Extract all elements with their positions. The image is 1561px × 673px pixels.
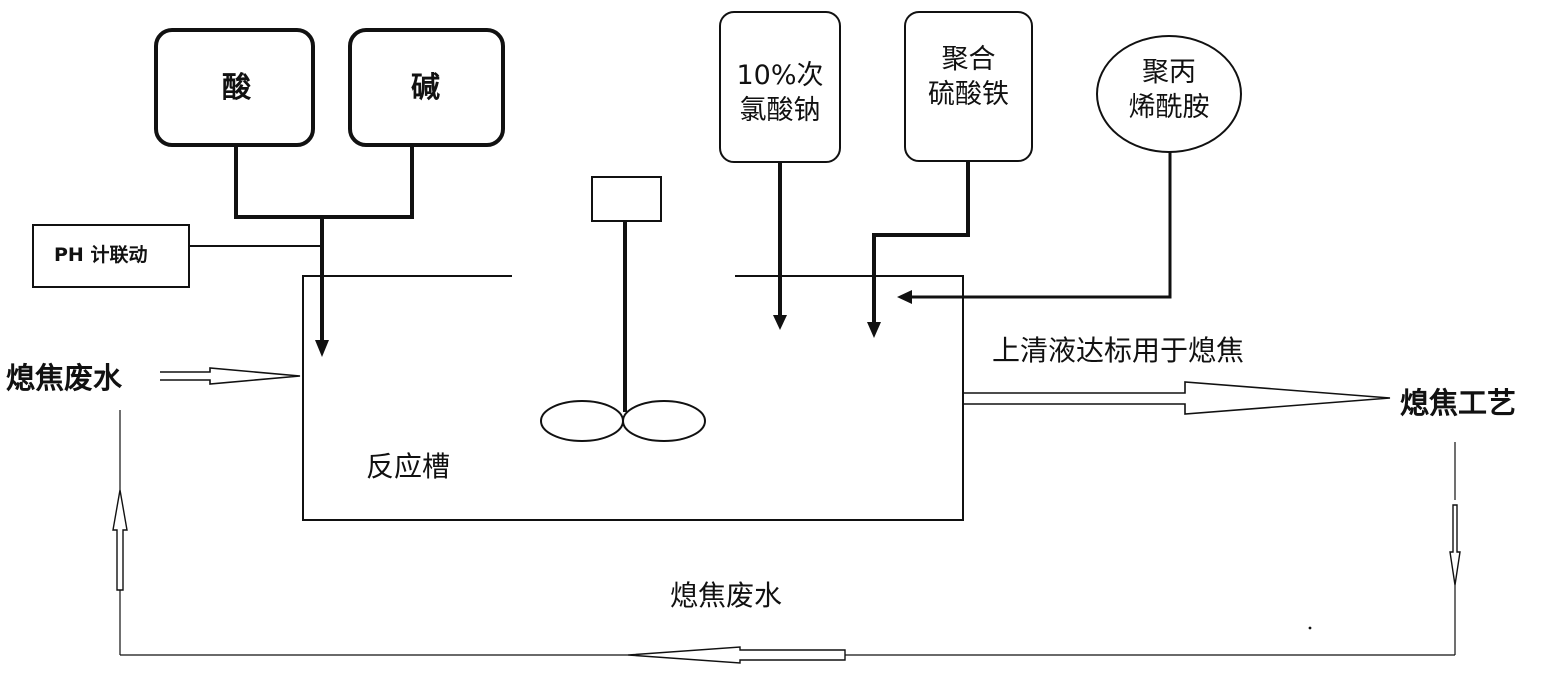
- pam-label-line2: 烯酰胺: [1128, 92, 1210, 124]
- inflow-arrow: [160, 367, 301, 385]
- hypochlorite-label-line1: 10%次: [736, 60, 824, 91]
- pam-label-line1: 聚丙: [1142, 57, 1196, 88]
- pam-feed-line: [910, 152, 1172, 299]
- quench-process-label: 熄焦工艺: [1400, 386, 1517, 420]
- return-flow-label: 熄焦废水: [670, 579, 783, 612]
- alkali-tank-label: 碱: [411, 70, 441, 104]
- stray-dot: [1308, 626, 1312, 630]
- supernatant-label: 上清液达标用于熄焦: [992, 334, 1245, 367]
- ferric-sulfate-label-line1: 聚合: [941, 44, 996, 75]
- hypochlorite-label: 10%次 氯酸钠: [730, 58, 830, 128]
- ph-controller-label: PH 计联动: [54, 244, 148, 266]
- acid-alkali-manifold: [234, 145, 414, 350]
- supernatant-outflow-arrow: [963, 381, 1391, 415]
- process-down-arrow: [1449, 504, 1461, 586]
- acid-tank-label: 酸: [222, 70, 252, 104]
- ferric-sulfate-feed-line: [872, 161, 970, 325]
- alkali-tank: [348, 28, 505, 147]
- ferric-sulfate-label: 聚合 硫酸铁: [912, 42, 1025, 112]
- ph-controller-box: [32, 224, 190, 288]
- ferric-sulfate-label-line2: 硫酸铁: [928, 79, 1009, 111]
- agitator-blade-left: [540, 400, 624, 442]
- hypochlorite-label-line2: 氯酸钠: [739, 95, 821, 127]
- pam-feed-arrowhead: [897, 290, 912, 304]
- reaction-tank-label: 反应槽: [366, 450, 451, 483]
- reaction-tank-outline: [302, 275, 964, 521]
- agitator-motor: [591, 176, 662, 222]
- pam-label: 聚丙 烯酰胺: [1115, 55, 1223, 125]
- ferric-sulfate-feed-arrowhead: [867, 322, 881, 338]
- return-up-arrow: [112, 489, 128, 591]
- inflow-label: 熄焦废水: [6, 361, 123, 395]
- hypochlorite-feed-arrowhead: [773, 315, 787, 330]
- acid-alkali-feed-arrowhead: [315, 340, 329, 357]
- agitator-blade-right: [622, 400, 706, 442]
- return-left-arrow: [627, 646, 846, 664]
